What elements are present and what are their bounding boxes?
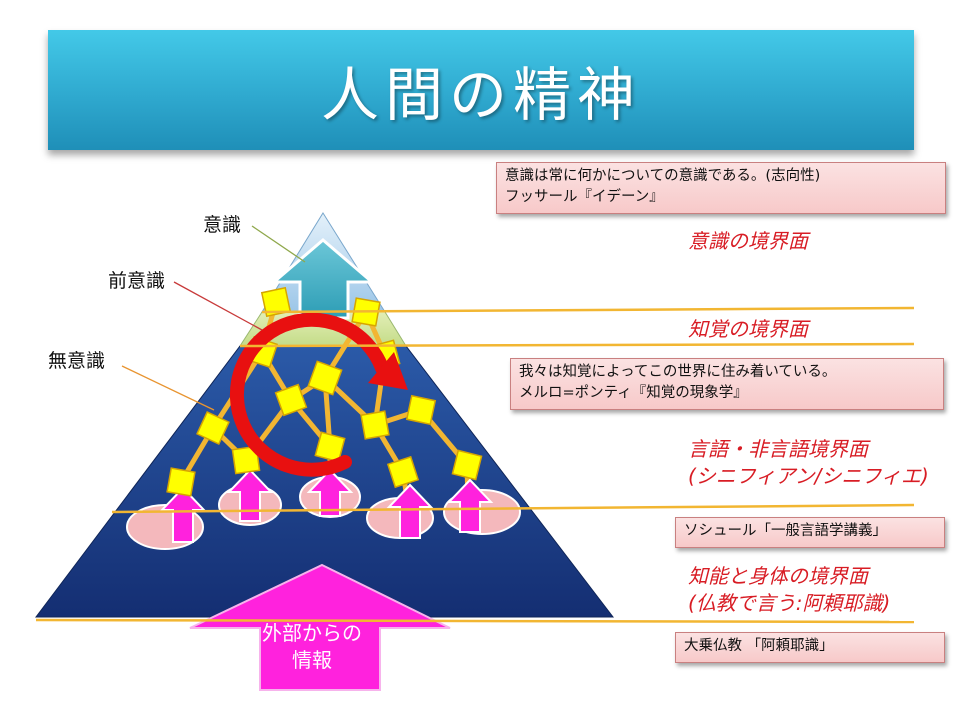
node bbox=[166, 467, 196, 497]
note-saussure: ソシュール「一般言語学講義」 bbox=[675, 517, 945, 548]
node bbox=[405, 394, 437, 426]
boundary-line-intellect-body bbox=[35, 618, 915, 624]
boundary-label-intellect-body: 知能と身体の境界面 (仏教で言う:阿頼耶識) bbox=[688, 563, 890, 617]
node bbox=[314, 431, 346, 463]
boundary-lines bbox=[35, 306, 915, 624]
note-merleau-ponty-line-2: メルロ=ポンティ『知覚の現象学』 bbox=[519, 385, 748, 401]
boundary-language-line-1: 言語・非言語境界面 bbox=[688, 437, 868, 461]
boundary-line-preconscious bbox=[239, 342, 915, 348]
cycle-arrow bbox=[229, 312, 389, 477]
note-buddhism: 大乗仏教 「阿頼耶識」 bbox=[675, 632, 945, 663]
leader-line-conscious bbox=[251, 225, 306, 263]
cycle-arrow-head bbox=[368, 352, 408, 390]
note-saussure-line-1: ソシュール「一般言語学講義」 bbox=[684, 523, 887, 539]
boundary-consciousness-line-1: 意識の境界面 bbox=[688, 229, 808, 253]
note-merleau-ponty: 我々は知覚によってこの世界に住み着いている。 メルロ=ポンティ『知覚の現象学』 bbox=[510, 358, 944, 410]
page-title: 人間の精神 bbox=[320, 61, 641, 129]
node bbox=[360, 410, 390, 440]
label-unconscious: 無意識 bbox=[48, 350, 106, 372]
boundary-intellect-body-line-2: (仏教で言う:阿頼耶識) bbox=[688, 591, 891, 615]
note-merleau-ponty-line-1: 我々は知覚によってこの世界に住み着いている。 bbox=[519, 364, 837, 380]
external-input-label-line-2: 情報 bbox=[292, 648, 332, 672]
leader-line-preconscious bbox=[173, 281, 263, 331]
boundary-line-language bbox=[111, 503, 915, 514]
note-husserl-line-1: 意識は常に何かについての意識である。(志向性) bbox=[505, 168, 821, 184]
label-conscious: 意識 bbox=[203, 214, 242, 236]
input-arrow-3 bbox=[306, 468, 354, 517]
node bbox=[274, 383, 308, 417]
input-arrow-5 bbox=[446, 478, 494, 533]
boundary-line-perception bbox=[261, 306, 915, 314]
boundary-label-language: 言語・非言語境界面 (シニフィアン/シニフィエ) bbox=[688, 436, 929, 490]
note-husserl-line-2: フッサール『イデーン』 bbox=[505, 189, 664, 205]
input-arrow-2 bbox=[226, 468, 274, 522]
boundary-label-perception: 知覚の境界面 bbox=[688, 316, 808, 343]
external-input-arrow bbox=[189, 563, 451, 691]
label-preconscious: 前意識 bbox=[108, 270, 166, 292]
boundary-language-line-2: (シニフィアン/シニフィエ) bbox=[688, 464, 929, 488]
node bbox=[386, 455, 420, 489]
note-buddhism-line-1: 大乗仏教 「阿頼耶識」 bbox=[684, 638, 834, 654]
title-banner: 人間の精神 bbox=[48, 30, 914, 150]
input-arrows bbox=[159, 468, 494, 543]
node bbox=[307, 360, 343, 396]
input-arrow-4 bbox=[386, 483, 434, 539]
external-input-label: 外部からの 情報 bbox=[252, 620, 372, 674]
boundary-label-consciousness: 意識の境界面 bbox=[688, 228, 808, 255]
note-husserl: 意識は常に何かについての意識である。(志向性) フッサール『イデーン』 bbox=[496, 162, 946, 214]
concept-nodes bbox=[166, 286, 483, 497]
node bbox=[451, 449, 483, 481]
leader-line-unconscious bbox=[121, 365, 215, 411]
boundary-perception-line-1: 知覚の境界面 bbox=[688, 317, 808, 341]
boundary-intellect-body-line-1: 知能と身体の境界面 bbox=[688, 564, 868, 588]
node bbox=[196, 411, 230, 445]
node bbox=[260, 286, 292, 318]
external-input-label-line-1: 外部からの bbox=[262, 621, 362, 645]
node bbox=[231, 445, 261, 475]
